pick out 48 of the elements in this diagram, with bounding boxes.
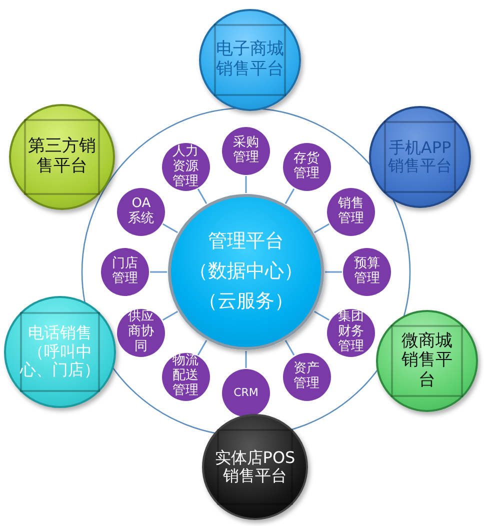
channel-label: 电子商城销售平台 <box>215 40 285 80</box>
connector-line <box>284 340 295 356</box>
channel-circle <box>376 310 478 412</box>
module-label: CRM <box>232 386 260 400</box>
connector-line <box>197 188 208 204</box>
module-circle <box>343 248 391 296</box>
channel-label: 手机APP销售平台 <box>387 138 453 176</box>
hub-label: （云服务） <box>198 290 294 313</box>
connector-line <box>162 310 178 321</box>
module-label: OA系统 <box>127 196 156 226</box>
module-circle <box>162 143 210 192</box>
module-label: 存货管理 <box>292 152 320 182</box>
module-circle <box>222 127 270 175</box>
module-label: 预算管理 <box>353 257 381 287</box>
module-circle <box>101 248 149 296</box>
module-circle <box>282 143 330 192</box>
module-label: 销售管理 <box>336 196 365 226</box>
hub-label: 管理平台 <box>207 231 285 254</box>
module-circle <box>282 352 330 401</box>
hub-label: （数据中心） <box>188 261 304 283</box>
module-circle <box>162 352 210 401</box>
module-label: 人力资源管理 <box>172 144 200 190</box>
module-label: 资产管理 <box>292 362 320 392</box>
module-circle <box>117 188 166 236</box>
connector-line <box>245 351 247 368</box>
module-circle <box>326 188 375 236</box>
module-label: 供应商协同 <box>127 310 156 355</box>
connector-line <box>314 223 330 234</box>
connector-line <box>245 176 247 193</box>
channel-label: 电话销售（呼叫中心、门店） <box>18 324 101 380</box>
module-circle <box>117 308 166 356</box>
module-label: 门店管理 <box>111 257 139 287</box>
module-circle <box>222 369 270 417</box>
channel-label: 微商城销售平台 <box>400 332 454 390</box>
channel-label: 第三方销售平台 <box>27 137 97 177</box>
connector-line <box>325 271 342 273</box>
connector-line <box>162 223 178 234</box>
connector-line <box>284 188 295 204</box>
module-label: 集团财务管理 <box>336 310 365 355</box>
module-circle <box>326 308 375 356</box>
channel-circle <box>369 106 471 208</box>
hub-circle <box>168 194 324 350</box>
module-label: 物流配送管理 <box>172 354 200 400</box>
connector-line <box>150 271 167 273</box>
channel-label: 实体店POS销售平台 <box>214 448 296 486</box>
module-label: 采购管理 <box>232 136 260 166</box>
connector-line <box>197 340 208 356</box>
connector-line <box>314 310 330 321</box>
